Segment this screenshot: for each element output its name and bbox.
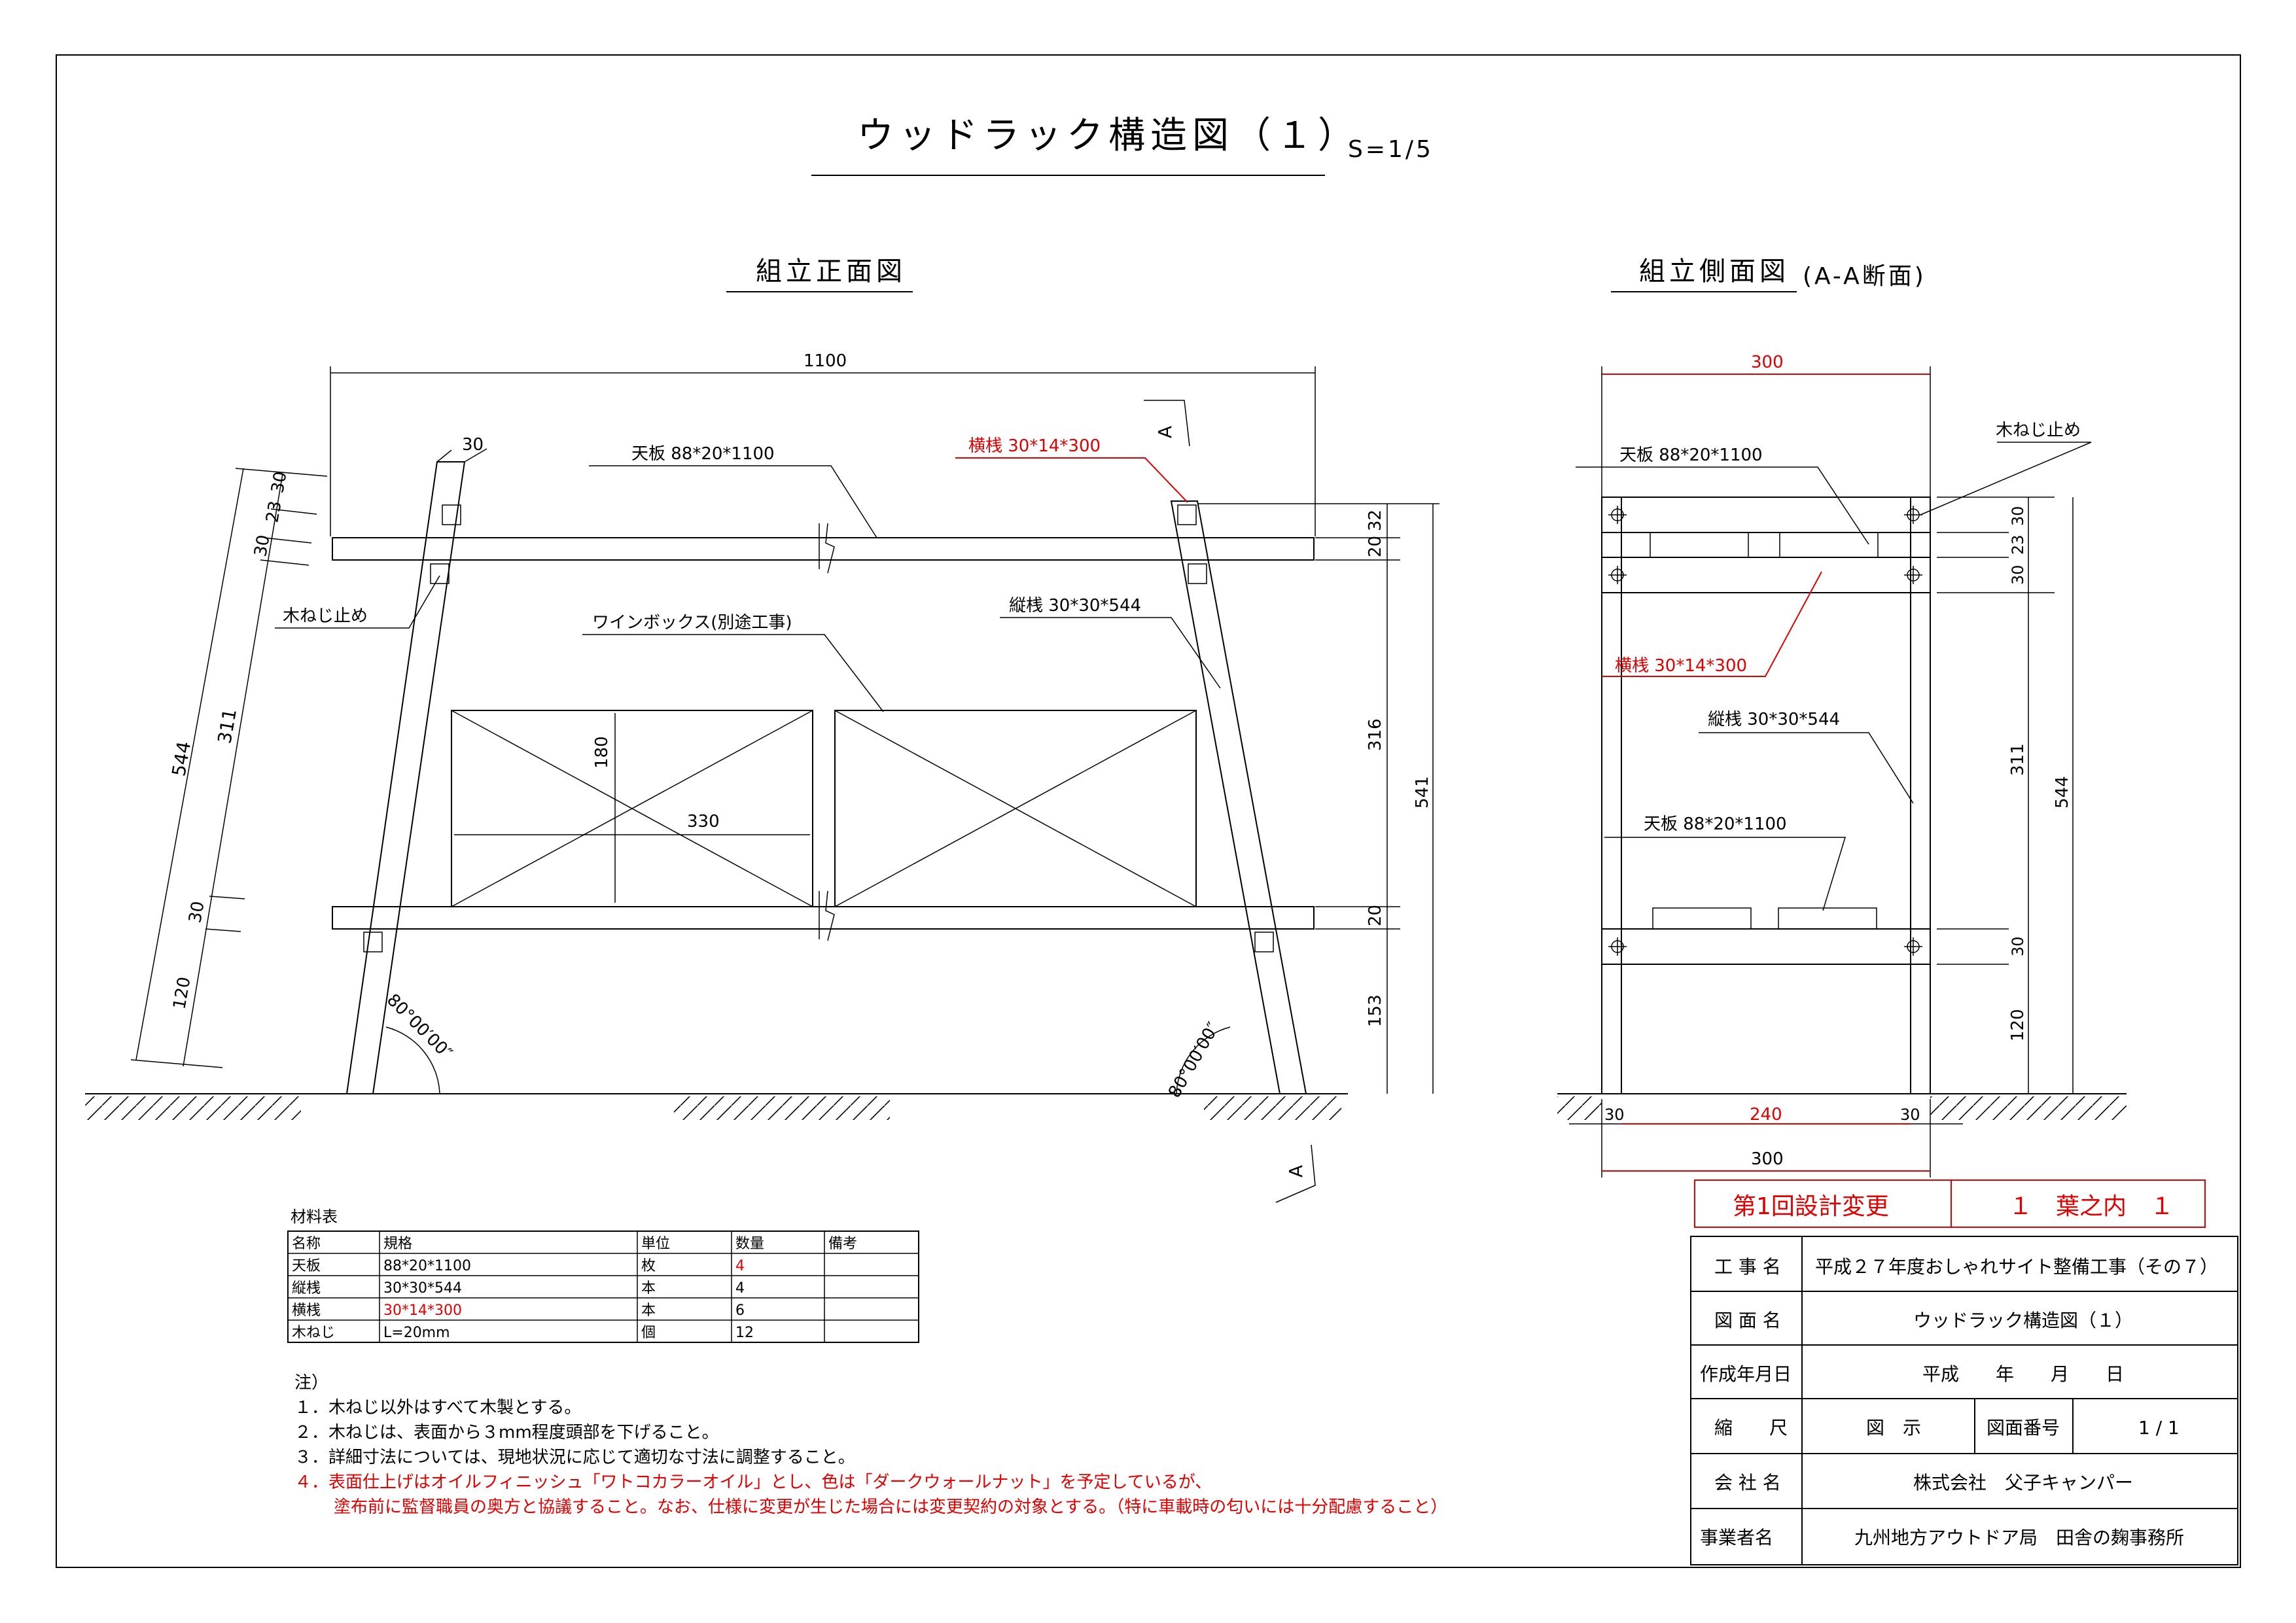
note-4-cont: 塗布前に監督職員の奥方と協議すること。なお、仕様に変更が生じた場合には変更契約の…: [334, 1497, 1447, 1517]
side-dim-311: 311: [2008, 743, 2028, 776]
row4-spec: L=20mm: [383, 1325, 450, 1341]
side-dim-30a: 30: [2009, 506, 2027, 526]
tb-project-value: 平成２７年度おしゃれサイト整備工事（その７）: [1815, 1256, 2218, 1278]
side-bottom-240: 240: [1750, 1105, 1782, 1125]
row3-unit: 本: [641, 1302, 656, 1319]
side-bottom-30a: 30: [1604, 1106, 1625, 1124]
leg-dim-30a: 30: [268, 470, 291, 495]
side-bottom-30b: 30: [1900, 1106, 1920, 1124]
notes: 注） １．木ねじ以外はすべて木製とする。 ２．木ねじは、表面から３mm程度頭部を…: [294, 1373, 1447, 1517]
side-top-width-300: 300: [1751, 353, 1784, 372]
right-dim-32: 32: [1366, 510, 1385, 531]
col-qty: 数量: [735, 1236, 764, 1252]
note-2: ２．木ねじは、表面から３mm程度頭部を下げること。: [294, 1423, 719, 1442]
wine-box-left: [451, 710, 813, 907]
tb-scale-value: 図 示: [1866, 1417, 1921, 1439]
drawing-title: ウッドラック構造図（１）: [857, 114, 1360, 157]
side-bottom-width-300: 300: [1751, 1149, 1784, 1169]
row2-spec: 30*30*544: [383, 1280, 462, 1297]
leg-dim-30c: 30: [185, 899, 208, 924]
row1-unit: 枚: [641, 1258, 656, 1274]
col-name: 名称: [292, 1236, 321, 1252]
tb-drawing-label: 図 面 名: [1714, 1310, 1781, 1331]
note-4: ４．表面仕上げはオイルフィニッシュ「ワトコカラーオイル」とし、色は「ダークウォー…: [294, 1473, 1212, 1492]
row1-name: 天板: [292, 1258, 321, 1274]
tb-office-value: 九州地方アウトドア局 田舎の麹事務所: [1854, 1527, 2184, 1548]
top-board: [332, 537, 1315, 561]
tb-date-value: 平成 年 月 日: [1922, 1363, 2124, 1385]
row3-qty: 6: [735, 1302, 745, 1319]
tate-leader: 縦桟 30*30*544: [1009, 596, 1141, 616]
right-dim-153: 153: [1366, 994, 1385, 1027]
materials-title: 材料表: [291, 1208, 338, 1226]
bottom-board: [332, 906, 1315, 930]
col-spec: 規格: [383, 1236, 412, 1252]
side-heading: 組立側面図: [1639, 256, 1790, 287]
section-mark-top: A: [1154, 426, 1176, 438]
notes-heading: 注）: [294, 1373, 328, 1393]
row3-spec: 30*14*300: [383, 1302, 462, 1319]
side-dim-30c: 30: [2009, 936, 2027, 956]
screw-leader: 木ねじ止め: [283, 606, 368, 626]
box-height-180: 180: [592, 736, 612, 769]
row4-unit: 個: [641, 1325, 656, 1341]
leg-width-30: 30: [462, 435, 484, 455]
side-dim-544: 544: [2053, 776, 2072, 809]
row2-unit: 本: [641, 1280, 656, 1297]
tb-number-label: 図面番号: [1987, 1417, 2060, 1439]
row4-name: 木ねじ: [292, 1325, 335, 1341]
tb-company-label: 会 社 名: [1714, 1472, 1781, 1493]
side-lower-leader: 天板 88*20*1100: [1644, 814, 1787, 834]
front-heading: 組立正面図: [756, 256, 906, 287]
side-top-leader: 天板 88*20*1100: [1619, 445, 1763, 465]
front-view: 組立正面図 1100: [85, 256, 1439, 1203]
top-board-leader: 天板 88*20*1100: [631, 444, 775, 464]
leg-dim-30b: 30: [251, 533, 274, 558]
right-dim-20b: 20: [1366, 905, 1385, 926]
revision-label: 第1回設計変更: [1733, 1193, 1889, 1220]
leg-dim-23: 23: [262, 499, 285, 524]
row2-qty: 4: [735, 1280, 745, 1297]
side-view: 組立側面図 (A-A断面) 300 天板 88*20*1100: [1557, 256, 2127, 1178]
section-mark-bottom: A: [1285, 1165, 1307, 1178]
yoko-leader: 横桟 30*14*300: [968, 436, 1101, 456]
side-dim-120: 120: [2008, 1009, 2028, 1041]
overall-width-1100: 1100: [804, 351, 847, 371]
tb-date-label: 作成年月日: [1700, 1363, 1792, 1385]
side-tate-leader: 縦桟 30*30*544: [1708, 710, 1840, 729]
row2-name: 縦桟: [292, 1280, 321, 1297]
col-note: 備考: [828, 1236, 857, 1252]
title-block: 工 事 名 平成２７年度おしゃれサイト整備工事（その７） 図 面 名 ウッドラッ…: [1690, 1236, 2238, 1565]
revision-box: 第1回設計変更 １ 葉之内 １: [1694, 1179, 2206, 1228]
col-unit: 単位: [641, 1236, 670, 1252]
revision-sheet: １ 葉之内 １: [2009, 1193, 2174, 1220]
row1-qty: 4: [735, 1258, 745, 1274]
note-1: １．木ねじ以外はすべて木製とする。: [294, 1398, 581, 1418]
tb-scale-label: 縮 尺: [1714, 1417, 1788, 1439]
note-3: ３．詳細寸法については、現地状況に応じて適切な寸法に調整すること。: [294, 1448, 855, 1467]
tb-drawing-value: ウッドラック構造図（１）: [1913, 1310, 2133, 1331]
side-dim-23: 23: [2009, 534, 2027, 555]
outer-border: [56, 54, 2241, 1568]
right-dim-316: 316: [1366, 718, 1385, 751]
right-dim-541: 541: [1413, 776, 1432, 809]
box-width-330: 330: [687, 812, 720, 831]
row4-qty: 12: [735, 1325, 754, 1341]
side-screw-leader: 木ねじ止め: [1996, 421, 2081, 440]
tb-project-label: 工 事 名: [1714, 1256, 1781, 1278]
scale-label: S=1/5: [1348, 136, 1434, 163]
tb-number-value: 1 / 1: [2138, 1417, 2180, 1439]
tb-office-label: 事業者名: [1700, 1527, 1773, 1548]
side-heading-sub: (A-A断面): [1803, 263, 1926, 290]
right-dim-20a: 20: [1366, 536, 1385, 557]
row3-name: 横桟: [292, 1302, 321, 1319]
side-yoko-leader: 横桟 30*14*300: [1615, 656, 1747, 676]
box-leader: ワインボックス(別途工事): [592, 613, 792, 633]
tb-company-value: 株式会社 父子キャンパー: [1913, 1472, 2133, 1493]
side-dim-30b: 30: [2009, 565, 2027, 585]
wine-box-right: [834, 710, 1197, 907]
materials-table: 材料表 名称 規格 単位 数量 備考 天板 88*20*1100 枚 4 縦桟 …: [287, 1208, 919, 1343]
row1-spec: 88*20*1100: [383, 1258, 471, 1274]
